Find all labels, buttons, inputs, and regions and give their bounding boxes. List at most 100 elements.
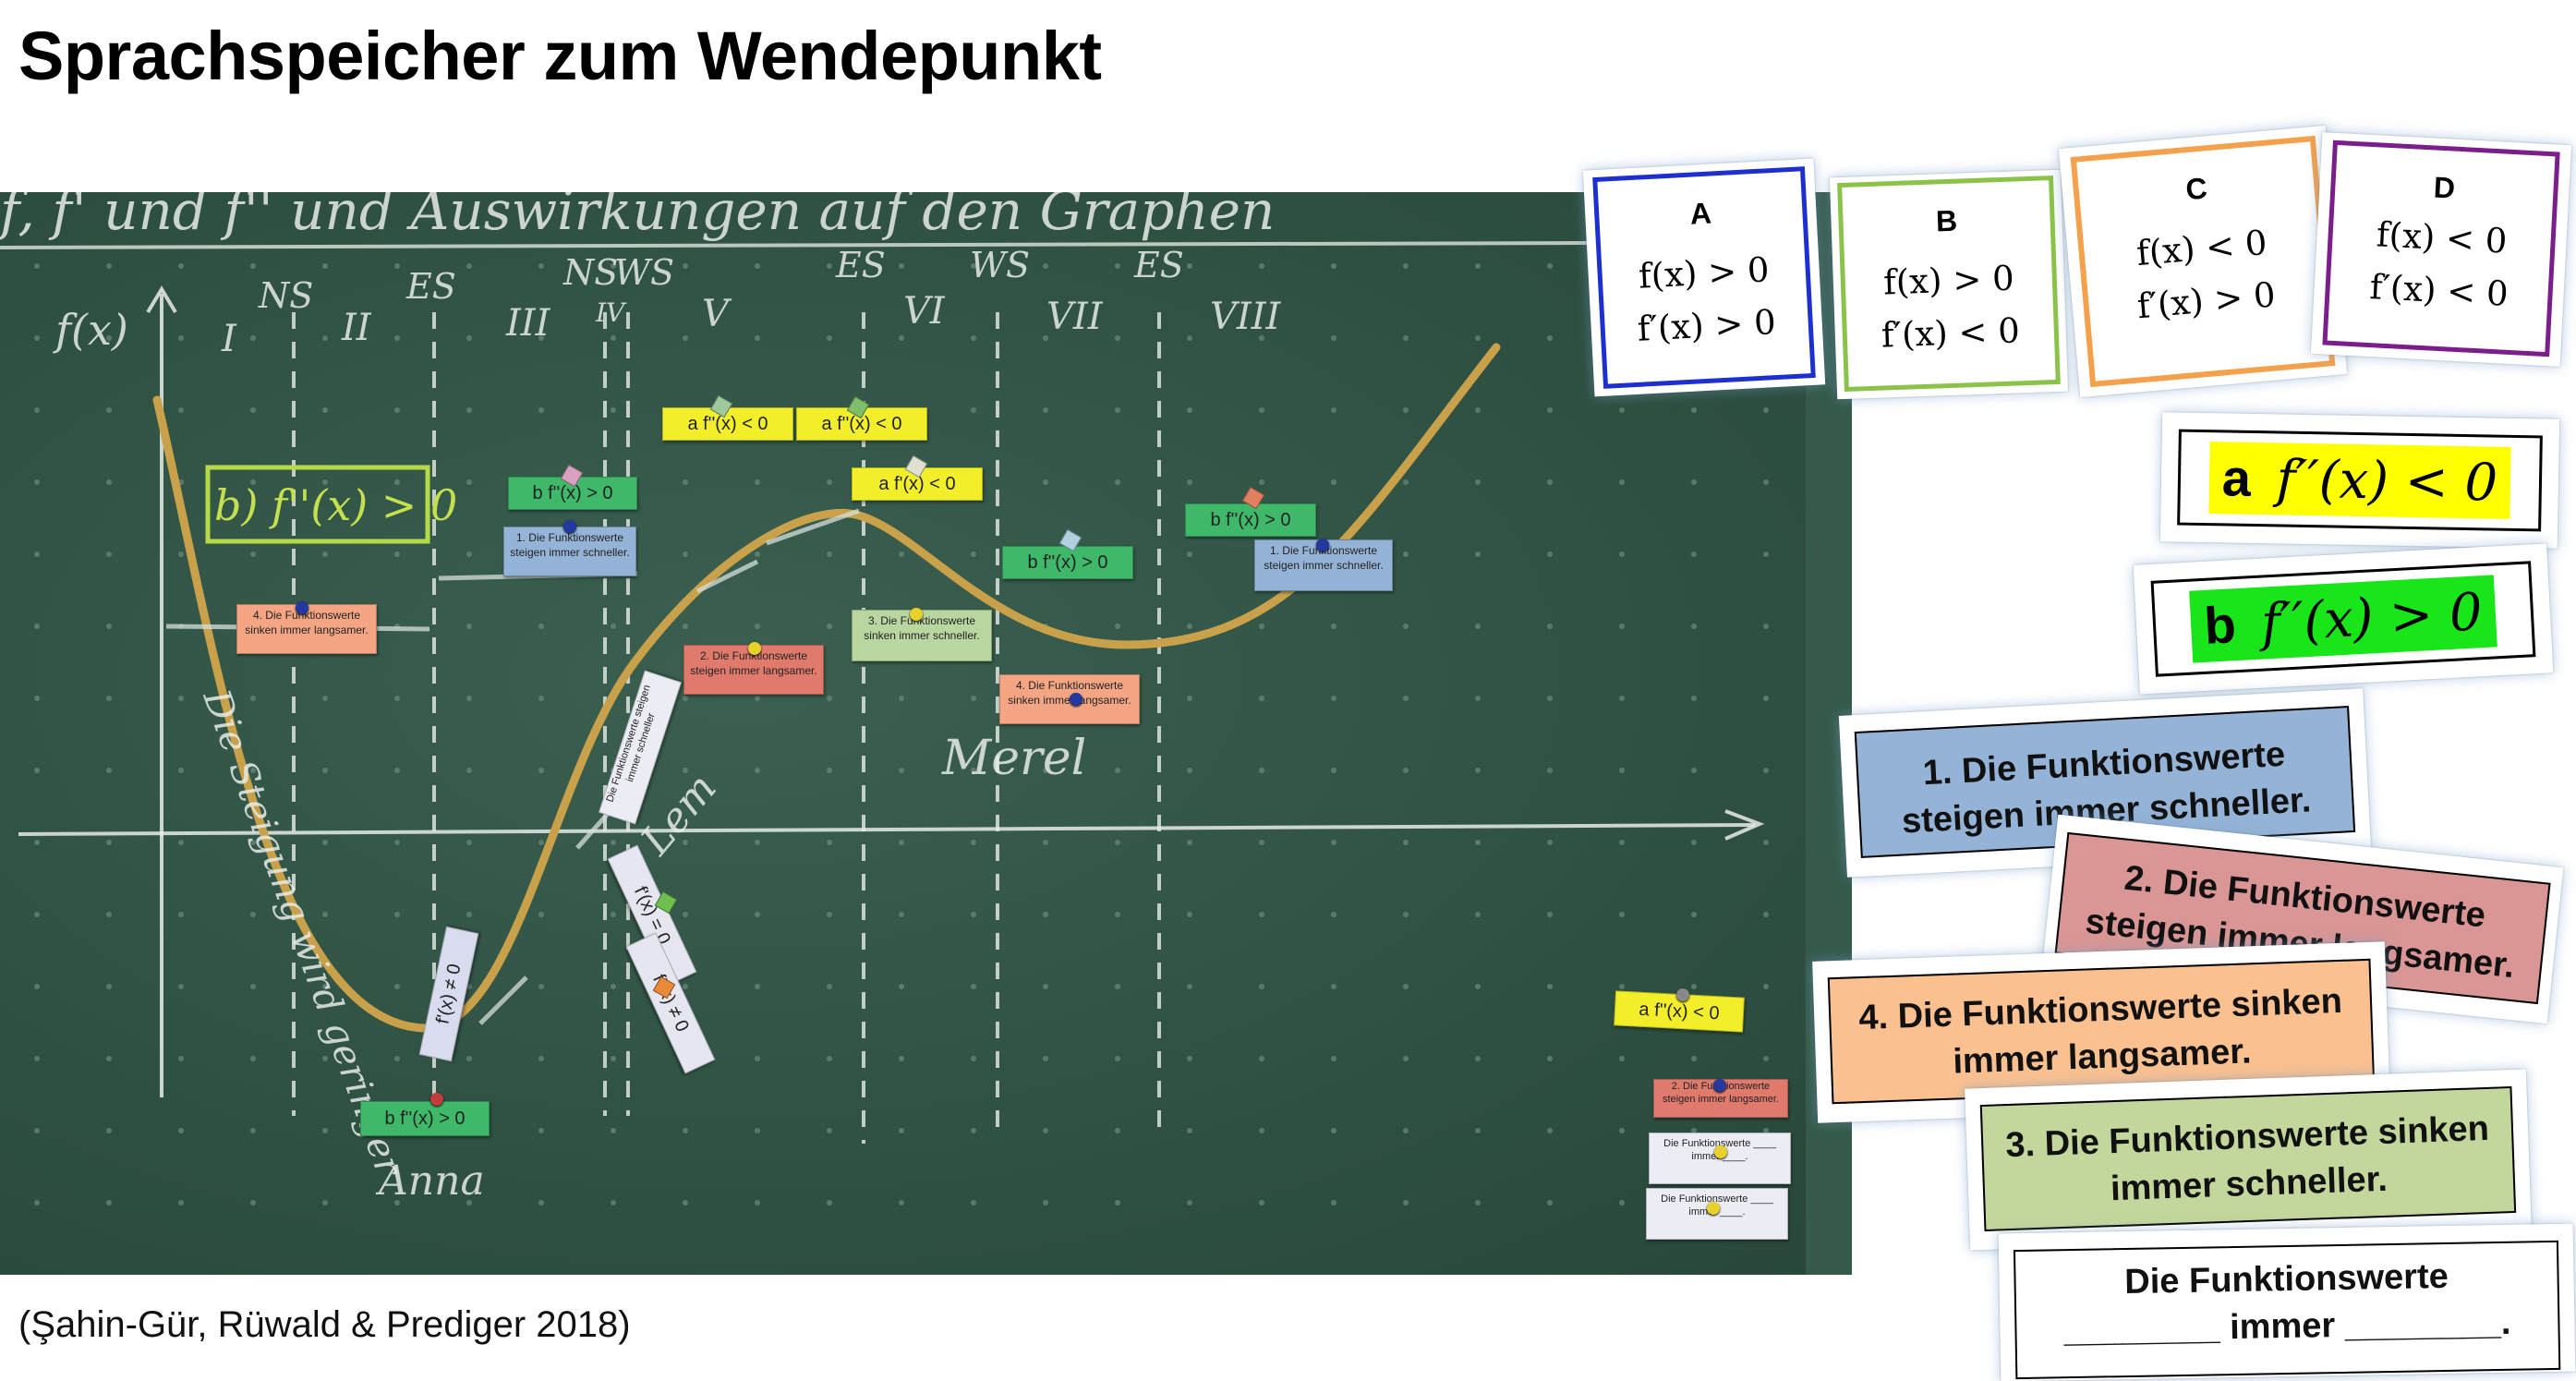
grid-dot bbox=[106, 479, 112, 485]
grid-dot bbox=[1619, 407, 1625, 413]
grid-dot bbox=[1403, 335, 1409, 341]
grid-dot bbox=[1403, 840, 1409, 845]
grid-dot bbox=[971, 335, 976, 341]
phrase-card-3: 3. Die Funktionswerte sinken immer schne… bbox=[1965, 1069, 2532, 1251]
grid-dot bbox=[1187, 912, 1192, 917]
grid-dot bbox=[250, 768, 256, 773]
grid-dot bbox=[1691, 1128, 1697, 1133]
pin bbox=[910, 608, 923, 621]
grid-dot bbox=[971, 263, 976, 269]
grid-dot bbox=[106, 624, 112, 629]
grid-dot bbox=[1691, 1056, 1697, 1061]
grid-dot bbox=[1187, 696, 1192, 701]
grid-dot bbox=[1763, 696, 1769, 701]
f2-card-b: b f′′(x) > 0 bbox=[2133, 543, 2554, 695]
grid-dot bbox=[1547, 768, 1553, 773]
grid-dot bbox=[683, 984, 688, 989]
grid-dot bbox=[1043, 912, 1048, 917]
grid-dot bbox=[1331, 263, 1336, 269]
svg-text:VI: VI bbox=[903, 290, 946, 333]
svg-text:II: II bbox=[341, 307, 372, 349]
grid-dot bbox=[611, 984, 616, 989]
grid-dot bbox=[971, 696, 976, 701]
grid-dot bbox=[1331, 912, 1336, 917]
grid-dot bbox=[1043, 1056, 1048, 1061]
grid-dot bbox=[1403, 912, 1409, 917]
grid-dot bbox=[755, 912, 760, 917]
grid-dot bbox=[106, 696, 112, 701]
grid-dot bbox=[1475, 840, 1481, 845]
grid-dot bbox=[466, 840, 472, 845]
grid-dot bbox=[1619, 912, 1625, 917]
grid-dot bbox=[1115, 912, 1120, 917]
grid-dot bbox=[178, 768, 184, 773]
grid-dot bbox=[683, 263, 688, 269]
grid-dot bbox=[1259, 624, 1264, 629]
grid-dot bbox=[1259, 1056, 1264, 1061]
grid-dot bbox=[178, 840, 184, 845]
card-d-line1: f(x) < 0 bbox=[2375, 214, 2509, 261]
grid-dot bbox=[34, 263, 40, 269]
grid-dot bbox=[611, 263, 616, 269]
grid-dot bbox=[971, 984, 976, 989]
grid-dot bbox=[827, 912, 832, 917]
grid-dot bbox=[1115, 624, 1120, 629]
grid-dot bbox=[178, 912, 184, 917]
grid-dot bbox=[683, 696, 688, 701]
grid-dot bbox=[971, 840, 976, 845]
sheet-4-right: 4. Die Funktionswerte sinken immer langs… bbox=[999, 674, 1140, 724]
card-b-line2: f′(x) < 0 bbox=[1881, 310, 2021, 356]
grid-dot bbox=[899, 696, 904, 701]
grid-dot bbox=[178, 1128, 184, 1133]
grid-dot bbox=[250, 335, 256, 341]
grid-dot bbox=[611, 624, 616, 629]
grid-dot bbox=[34, 1056, 40, 1061]
grid-dot bbox=[683, 912, 688, 917]
grid-dot bbox=[538, 1056, 544, 1061]
function-graph bbox=[152, 343, 1501, 1033]
grid-dot bbox=[1187, 768, 1192, 773]
f2-card-b-expr: f′′(x) > 0 bbox=[2259, 582, 2485, 654]
grid-dot bbox=[466, 335, 472, 341]
grid-dot bbox=[394, 696, 400, 701]
strip-f2-pos-3: b f''(x) > 0 bbox=[1185, 503, 1316, 537]
grid-dot bbox=[1619, 768, 1625, 773]
grid-dot bbox=[1403, 984, 1409, 989]
card-b-line1: f(x) > 0 bbox=[1882, 258, 2015, 303]
grid-dot bbox=[322, 1056, 328, 1061]
grid-dot bbox=[1619, 696, 1625, 701]
grid-dot bbox=[322, 1200, 328, 1205]
name-merel: Merel bbox=[941, 731, 1086, 786]
grid-dot bbox=[1403, 407, 1409, 413]
grid-dot bbox=[1475, 624, 1481, 629]
strip-f2-pos-4: b f''(x) > 0 bbox=[360, 1101, 490, 1136]
grid-dot bbox=[1691, 768, 1697, 773]
grid-dot bbox=[755, 1128, 760, 1133]
card-c-letter: C bbox=[2184, 171, 2209, 207]
grid-dot bbox=[538, 840, 544, 845]
grid-dot bbox=[1691, 840, 1697, 845]
grid-dot bbox=[755, 840, 760, 845]
strip-f2-neg-1: a f''(x) < 0 bbox=[662, 407, 793, 441]
grid-dot bbox=[1187, 840, 1192, 845]
grid-dot bbox=[34, 840, 40, 845]
grid-dot bbox=[250, 407, 256, 413]
grid-dot bbox=[1259, 768, 1264, 773]
grid-dot bbox=[755, 984, 760, 989]
grid-dot bbox=[899, 263, 904, 269]
grid-dot bbox=[1115, 840, 1120, 845]
chalk-heading: f, f' und f'' und Auswirkungen auf den G… bbox=[0, 192, 1275, 242]
grid-dot bbox=[34, 1128, 40, 1133]
pin bbox=[1316, 539, 1329, 551]
grid-dot bbox=[106, 1056, 112, 1061]
chalk-box bbox=[205, 465, 430, 544]
grid-dot bbox=[755, 696, 760, 701]
grid-dot bbox=[178, 551, 184, 557]
phrase-card-blank-line2: ________ immer ________. bbox=[2063, 1303, 2511, 1351]
grid-dot bbox=[827, 1128, 832, 1133]
grid-dot bbox=[683, 840, 688, 845]
grid-dot bbox=[683, 768, 688, 773]
grid-dot bbox=[1043, 768, 1048, 773]
grid-dot bbox=[1259, 1128, 1264, 1133]
grid-dot bbox=[755, 335, 760, 341]
